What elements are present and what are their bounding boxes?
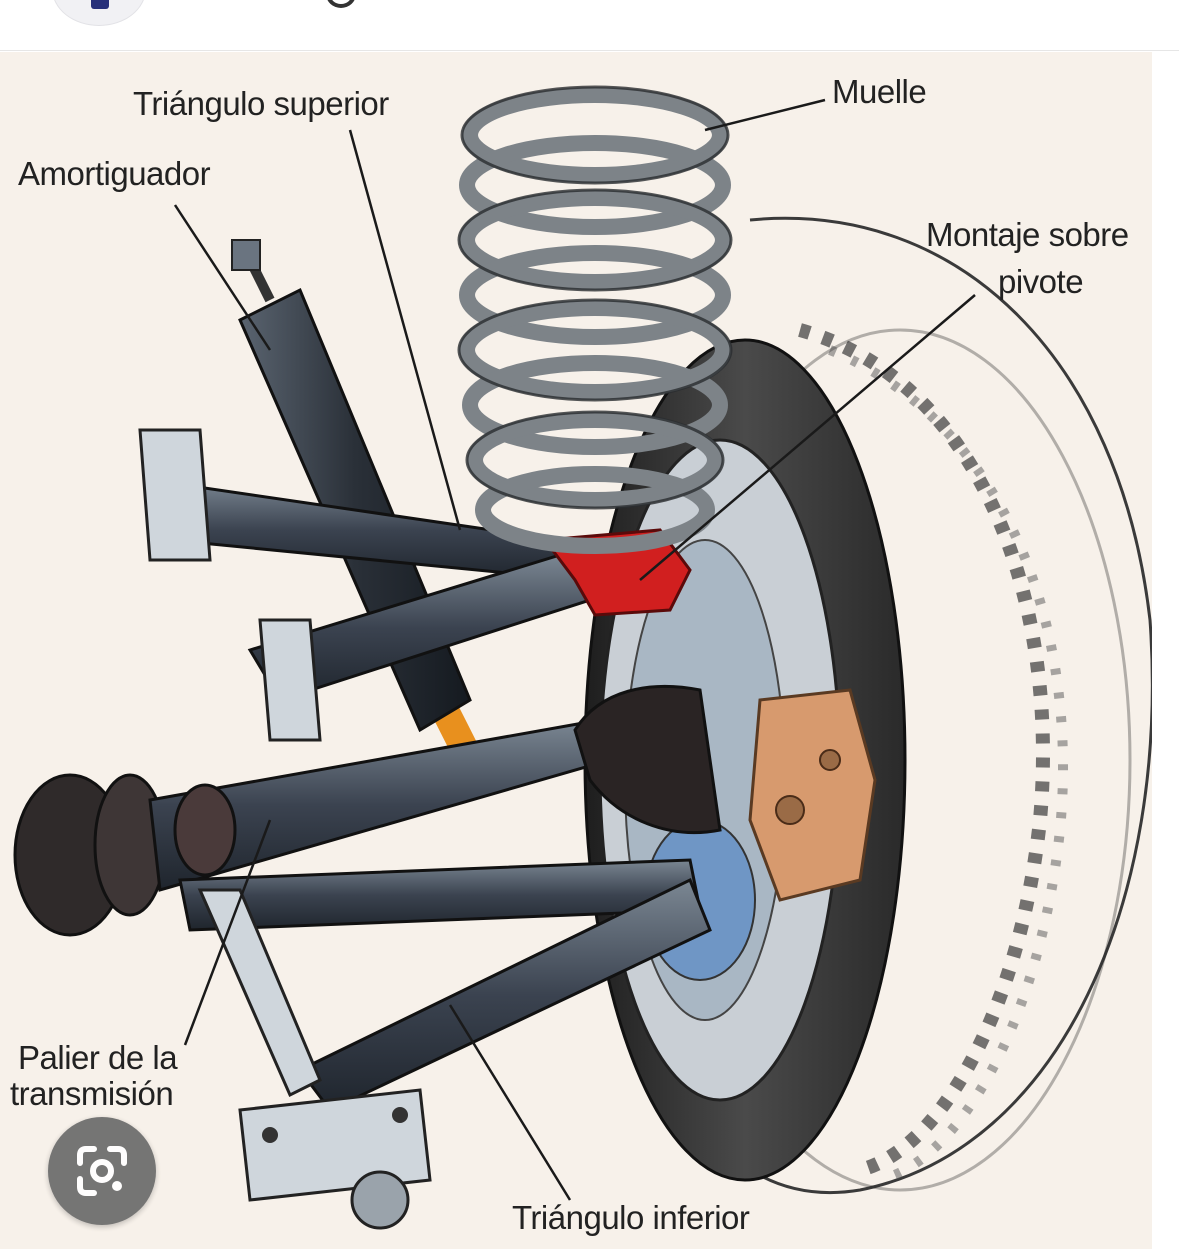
- label-shock-absorber: Amortiguador: [18, 155, 211, 192]
- coil-spring-shading: [457, 85, 733, 510]
- google-lens-button[interactable]: [48, 1117, 156, 1225]
- top-bar: [0, 0, 1179, 51]
- label-pivot-mount-2: pivote: [998, 263, 1084, 300]
- right-gutter: [1152, 52, 1179, 1249]
- coil-spring: [459, 87, 731, 554]
- label-lower-arm: Triángulo inferior: [512, 1199, 750, 1236]
- title-fragment: [320, 0, 360, 8]
- label-axle-1: Palier de la: [18, 1039, 178, 1076]
- google-lens-icon: [77, 1146, 127, 1196]
- drive-shaft: [13, 684, 722, 937]
- label-pivot-mount-1: Montaje sobre: [926, 216, 1129, 253]
- brake-caliper: [748, 688, 877, 902]
- label-axle-2: transmisión: [10, 1075, 174, 1112]
- label-spring: Muelle: [832, 73, 927, 110]
- suspension-illustration: [13, 85, 1152, 1230]
- lower-control-arm: [178, 858, 712, 1230]
- suspension-diagram: Triángulo superior Amortiguador Muelle M…: [0, 52, 1152, 1249]
- avatar[interactable]: [52, 0, 146, 26]
- upper-control-arm: [138, 428, 593, 742]
- label-upper-arm: Triángulo superior: [133, 85, 389, 122]
- leader-lines: [173, 98, 976, 1201]
